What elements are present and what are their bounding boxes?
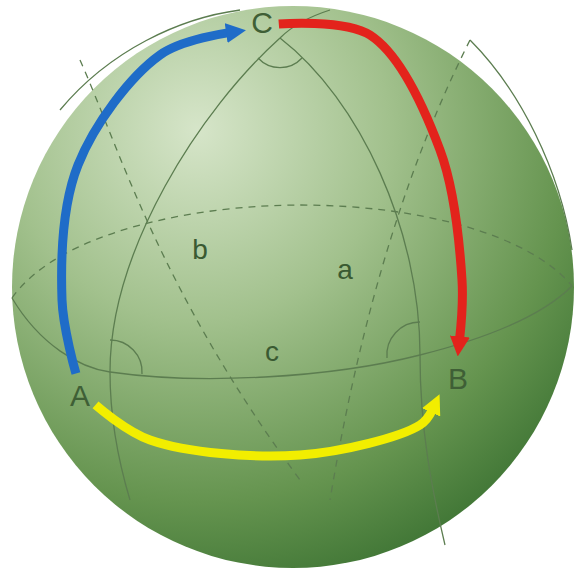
vertex-label: B [445,360,471,397]
angle-arc [110,340,142,374]
side-c-circle [12,286,572,378]
side-label: b [189,234,211,267]
vertex-name: B [448,362,468,395]
great-circles [12,10,572,545]
arrow-connector [96,405,433,456]
angle-arc [387,322,420,358]
side-a-circle [280,38,445,545]
arrow-connector [279,23,463,339]
arrow-connector [62,33,230,374]
front-great-circle [470,40,572,250]
side-b-circle [110,10,330,500]
sphere [12,6,574,568]
side-label: c [262,336,282,369]
vertex-name: A [70,379,90,412]
vertex-name: C [251,6,273,39]
side-label: a [334,254,356,287]
vertex-label: A [67,377,93,414]
back-great-circle [12,205,572,298]
vertex-label: C [248,4,276,41]
angle-arc [258,58,302,68]
